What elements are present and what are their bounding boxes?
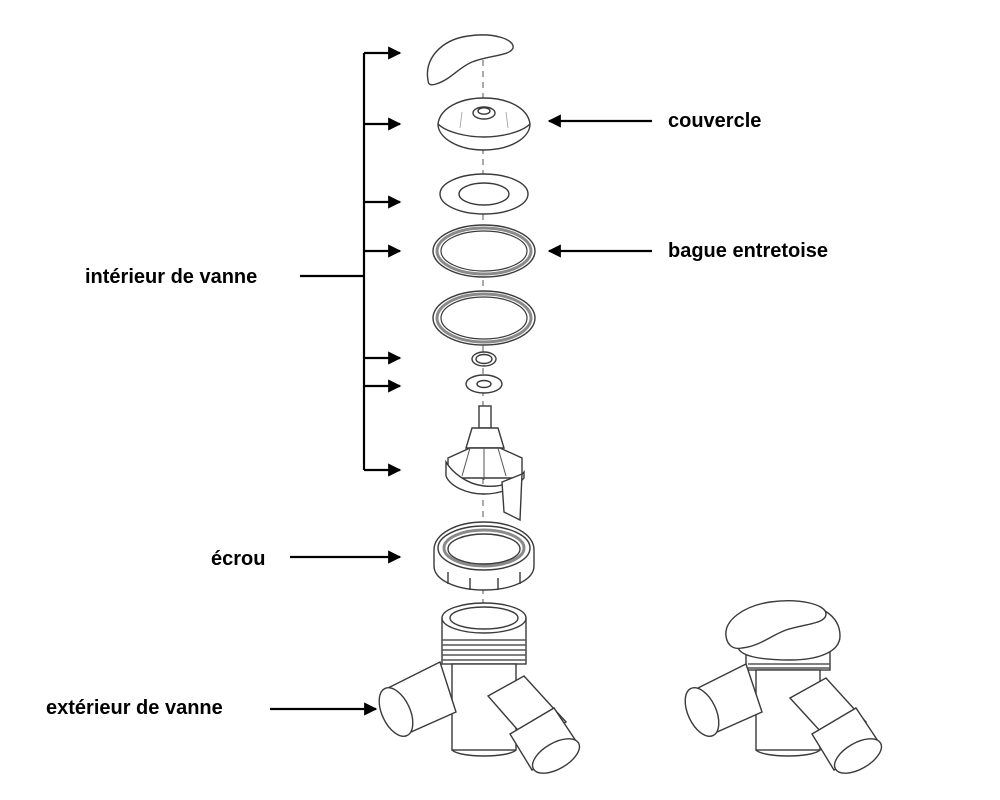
assembled-valve	[684, 600, 883, 774]
small-washer-part	[465, 374, 503, 394]
label-exterieur-de-vanne: extérieur de vanne	[46, 697, 223, 719]
label-couvercle: couvercle	[668, 110, 762, 132]
nut-part	[433, 521, 535, 591]
valve-body-part	[378, 602, 581, 774]
cover-part	[437, 97, 531, 151]
small-o-ring-part	[471, 351, 497, 367]
label-interieur-de-vanne: intérieur de vanne	[85, 266, 258, 288]
diverter-part	[445, 405, 525, 522]
seal-ring-part	[432, 290, 536, 346]
label-bague-entretoise: bague entretoise	[668, 240, 829, 262]
interieur-bracket	[300, 53, 366, 470]
label-ecrou: écrou	[211, 548, 266, 570]
bracket-arrows	[364, 46, 402, 477]
spacer-ring-part	[432, 224, 536, 278]
handle-part	[426, 34, 514, 86]
washer-part	[439, 173, 529, 215]
